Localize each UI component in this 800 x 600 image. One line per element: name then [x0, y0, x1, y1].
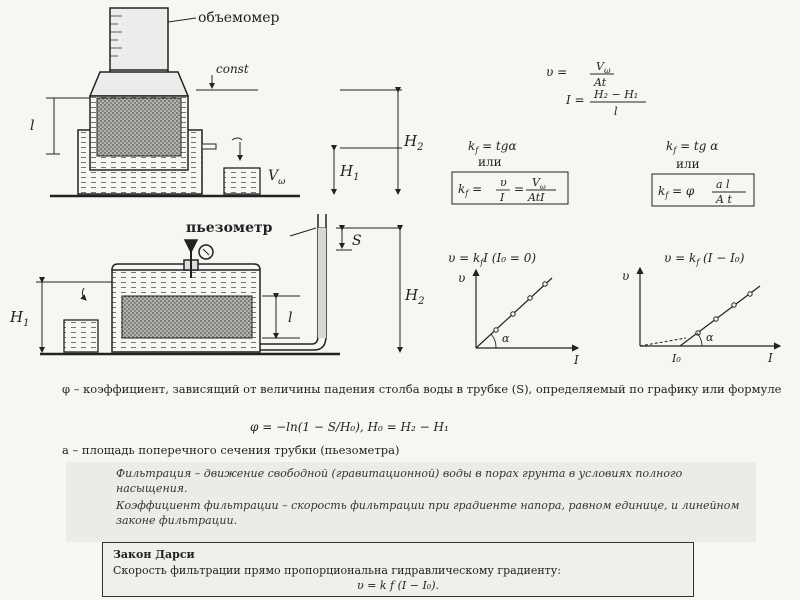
svg-text:υ = kfI (I₀ = 0): υ = kfI (I₀ = 0) — [448, 251, 536, 267]
definitions-note: Фильтрация – движение свободной (гравита… — [66, 462, 756, 542]
svg-text:At: At — [593, 76, 607, 89]
right-graph: υ = kf (I − I₀) α υ I I₀ — [622, 251, 782, 365]
top-dimensions — [46, 17, 402, 195]
svg-text:υ: υ — [500, 176, 507, 189]
svg-text:I: I — [767, 351, 773, 365]
svg-text:A t: A t — [715, 193, 732, 206]
svg-text:или: или — [478, 155, 502, 169]
darcy-title: Закон Дарси — [113, 548, 195, 561]
bottom-dimensions — [36, 225, 403, 353]
l-bottom-label: l — [288, 310, 292, 326]
darcy-formula: υ = k f (I − I₀). — [356, 579, 440, 592]
svg-text:α: α — [502, 332, 510, 345]
darcy-text: Скорость фильтрации прямо пропорциональн… — [113, 564, 561, 577]
svg-text:AtI: AtI — [527, 191, 545, 204]
svg-text:=: = — [514, 182, 524, 196]
const-label: const — [216, 62, 249, 76]
h2-bottom-label: H2 — [404, 286, 424, 307]
s-label: S — [352, 233, 362, 249]
volumemeter-label: объемомер — [198, 10, 280, 26]
h1-top-label: H1 — [339, 162, 359, 183]
falling-head-apparatus — [40, 214, 340, 356]
filtration-definition: Фильтрация – движение свободной (гравита… — [116, 467, 683, 495]
piezometer-label: пьезометр — [186, 220, 273, 236]
svg-text:υ =: υ = — [546, 65, 567, 79]
svg-text:I: I — [499, 191, 505, 204]
svg-text:a l: a l — [716, 178, 730, 191]
a-definition: a – площадь поперечного сечения трубки (… — [62, 443, 400, 457]
svg-text:kf =: kf = — [458, 182, 482, 198]
h2-top-label: H2 — [403, 132, 423, 153]
svg-text:υ: υ — [458, 271, 465, 285]
l-top-label: l — [30, 118, 34, 134]
svg-text:Vω: Vω — [532, 176, 546, 191]
left-graph: υ = kfI (I₀ = 0) α υ I — [448, 251, 580, 367]
svg-text:Vω: Vω — [596, 60, 611, 75]
phi-formula: φ = −ln(1 − S/H₀), H₀ = H₂ − H₁ — [250, 420, 449, 434]
svg-text:I: I — [573, 353, 579, 367]
svg-text:kf = φ: kf = φ — [658, 184, 695, 200]
svg-text:I =: I = — [565, 93, 585, 107]
svg-text:kf = tg α: kf = tg α — [666, 139, 718, 155]
svg-text:kf = tgα: kf = tgα — [468, 139, 517, 155]
coefficient-definition: Коэффициент фильтрации – скорость фильтр… — [116, 499, 740, 527]
svg-text:υ = kf (I − I₀): υ = kf (I − I₀) — [664, 251, 745, 267]
svg-text:H₂ − H₁: H₂ − H₁ — [593, 88, 638, 101]
svg-text:υ: υ — [622, 269, 629, 283]
formulas-block: υ = Vω At I = H₂ − H₁ l kf = tgα или kf … — [451, 60, 755, 207]
v-omega-label: Vω — [268, 168, 286, 187]
svg-text:l: l — [614, 105, 618, 118]
svg-text:I₀: I₀ — [671, 352, 681, 365]
phi-definition: φ – коэффициент, зависящий от величины п… — [62, 382, 782, 396]
svg-text:или: или — [676, 157, 700, 171]
darcy-law-box: Закон Дарси Скорость фильтрации прямо пр… — [102, 542, 694, 597]
h1-bottom-label: H1 — [9, 308, 29, 329]
constant-head-apparatus — [50, 7, 300, 198]
svg-text:α: α — [706, 331, 714, 344]
